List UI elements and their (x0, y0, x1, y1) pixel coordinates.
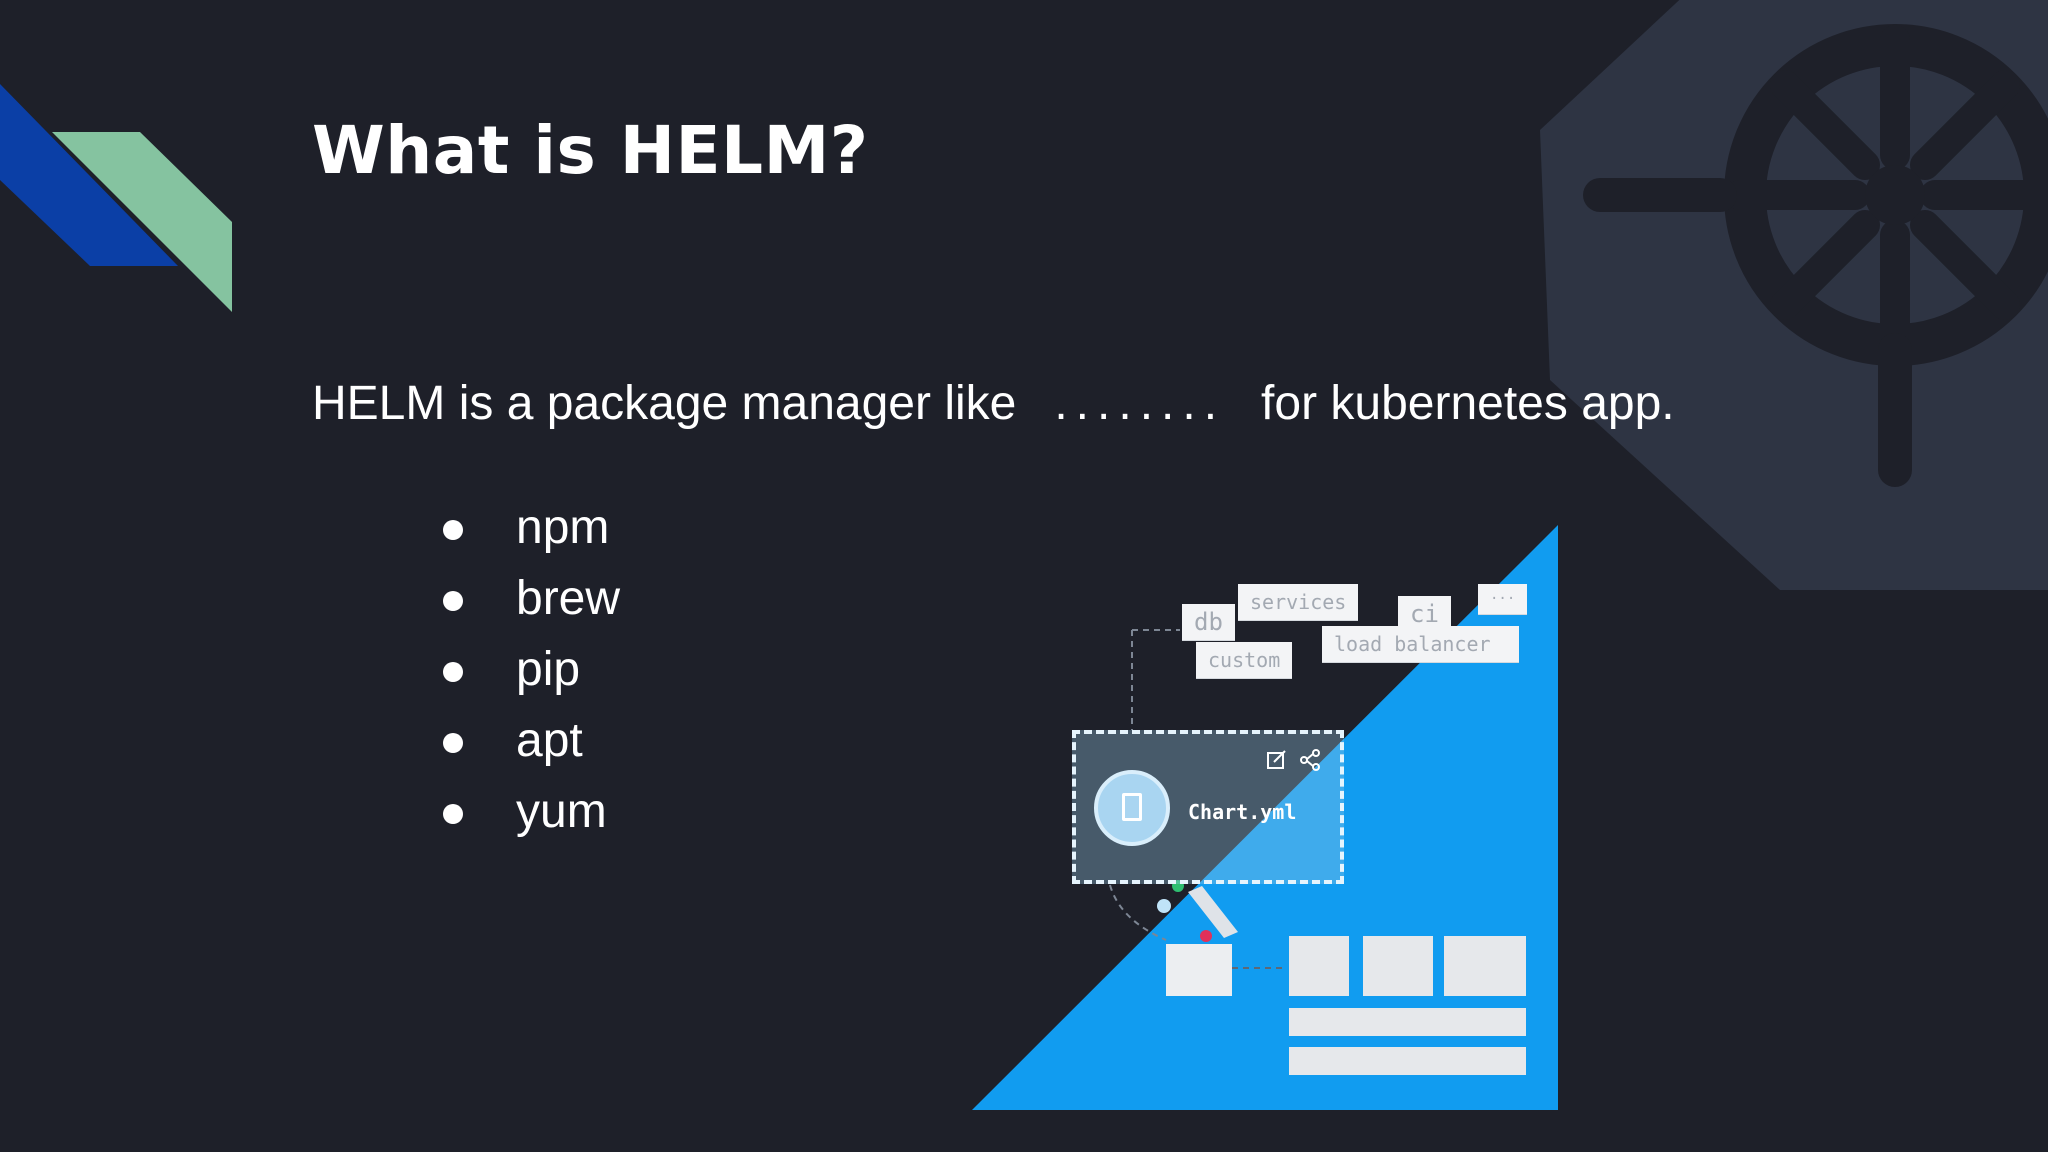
tag-custom: custom (1196, 642, 1293, 678)
intro-dots: ........ (1054, 377, 1226, 430)
list-item: brew (436, 563, 620, 634)
helm-chart-illustration: services db ci ··· custom load balancer … (970, 520, 1570, 1120)
bullet-dot (443, 591, 463, 611)
package-lid (1188, 886, 1238, 938)
light-connector-dot (1157, 899, 1171, 913)
package-box (1166, 944, 1232, 996)
resource-bar (1289, 1008, 1526, 1036)
resource-bar (1289, 1047, 1526, 1075)
chart-filename: Chart.yml (1188, 800, 1297, 824)
edit-icon (1267, 750, 1286, 769)
red-connector-dot (1200, 930, 1212, 942)
list-item: pip (436, 634, 620, 705)
tag-db: db (1182, 604, 1235, 640)
share-icon (1300, 749, 1320, 771)
blue-stripe (0, 84, 178, 266)
slide-title: What is HELM? (312, 112, 869, 189)
list-item: yum (436, 776, 620, 847)
bullet-dot (443, 804, 463, 824)
list-item-label: pip (516, 643, 581, 696)
card-tool-icons (1267, 749, 1320, 771)
helm-wheel-logo (1540, 0, 2048, 590)
intro-sentence: HELM is a package manager like........ fo… (312, 376, 1675, 431)
chart-file-card: Chart.yml (1072, 730, 1344, 884)
tag-load-balancer: load balancer (1322, 626, 1519, 662)
package-manager-list: npm brew pip apt yum (436, 492, 620, 847)
tag-services: services (1238, 584, 1359, 620)
intro-lead: HELM is a package manager like (312, 377, 1017, 430)
list-item-label: brew (516, 572, 621, 625)
resource-block (1444, 936, 1526, 996)
bullet-dot (443, 520, 463, 540)
list-item: apt (436, 705, 620, 776)
bullet-dot (443, 662, 463, 682)
intro-tail: for kubernetes app. (1261, 377, 1675, 430)
list-item-label: apt (516, 714, 583, 767)
green-stripe (52, 132, 232, 312)
resource-block (1363, 936, 1433, 996)
resource-block (1289, 936, 1349, 996)
corner-stripes (0, 84, 232, 312)
list-item: npm (436, 492, 620, 563)
list-item-label: yum (516, 785, 607, 838)
bullet-dot (443, 733, 463, 753)
document-icon (1094, 770, 1170, 846)
list-item-label: npm (516, 501, 610, 554)
tag-more: ··· (1478, 584, 1528, 614)
